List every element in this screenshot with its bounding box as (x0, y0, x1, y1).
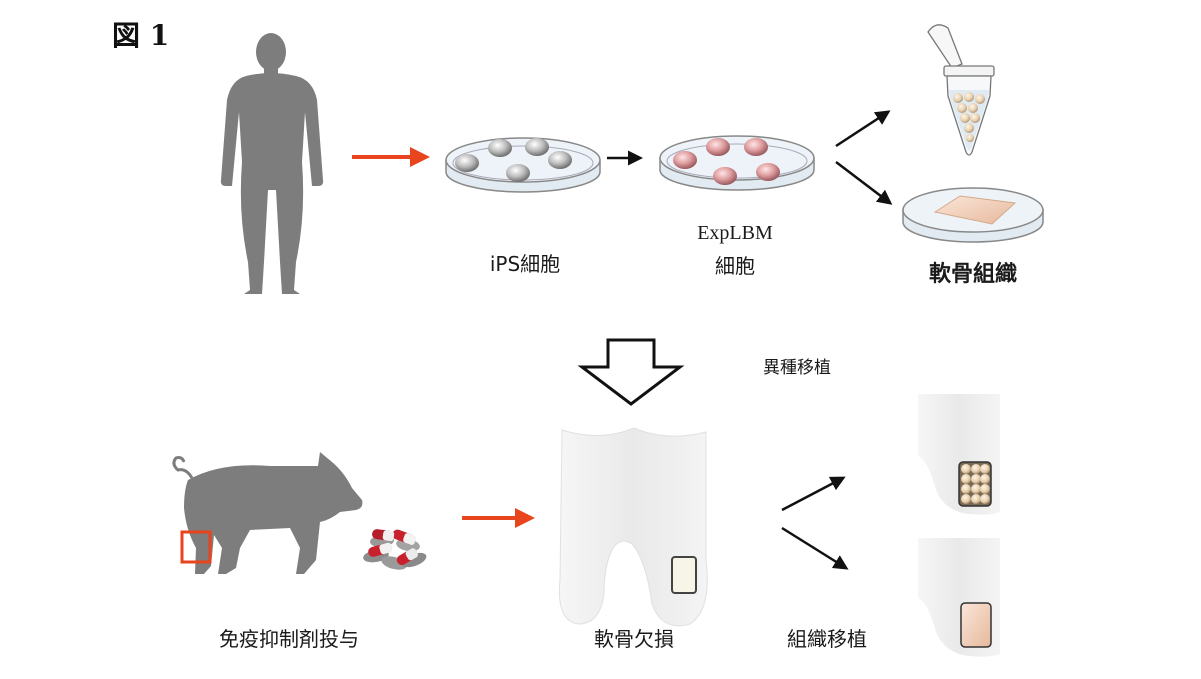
ips-cells-label: iPS細胞 (489, 252, 561, 276)
figure-title: 図 1 (112, 19, 170, 52)
pig-knee-highlight-box (180, 530, 212, 564)
cartilage-defect-label: 軟骨欠損 (594, 627, 674, 651)
black-arrow-up-right (835, 110, 891, 148)
tissue-transplant-label: 組織移植 (787, 627, 867, 651)
knee-femur-with-defect-icon (558, 427, 708, 627)
condyle-with-tissue-graft-icon (918, 538, 1000, 657)
cartilage-tissue-label: 軟骨組織 (928, 262, 1017, 287)
explbm-cell-dish-icon (659, 135, 815, 191)
microtube-with-pellets-icon (927, 24, 995, 156)
black-arrow-bottom-up (781, 476, 846, 512)
human-silhouette-icon (220, 33, 324, 294)
xenotransplant-label: 異種移植 (763, 358, 831, 378)
cartilage-tissue-dish-icon (902, 187, 1044, 243)
explbm-label-line2: 細胞 (715, 254, 755, 278)
black-arrow-bottom-down (781, 526, 849, 570)
black-arrow-down-right (835, 161, 893, 205)
condyle-with-pellet-graft-icon (918, 394, 1000, 515)
immunosuppressant-label: 免疫抑制剤投与 (219, 627, 359, 651)
immunosuppressant-pills-icon (363, 529, 427, 570)
explbm-label-line1: ExpLBM (697, 222, 773, 244)
hollow-down-arrow-icon (577, 338, 685, 406)
ips-cell-dish-icon (445, 137, 601, 193)
pig-silhouette-icon (172, 452, 363, 574)
